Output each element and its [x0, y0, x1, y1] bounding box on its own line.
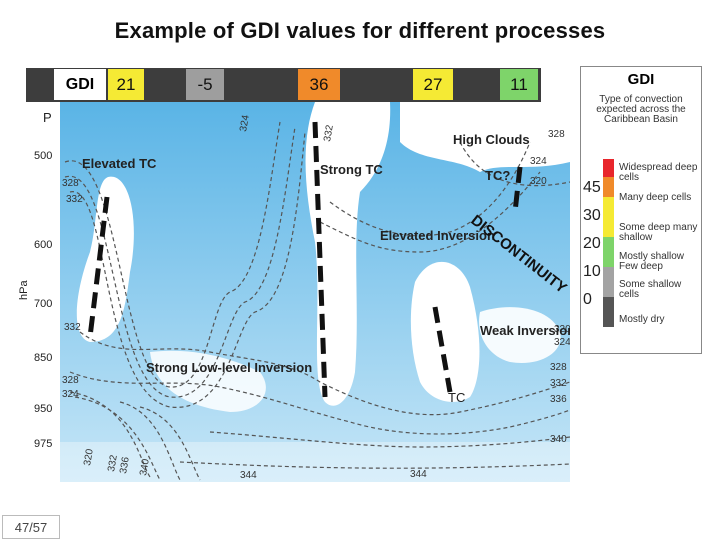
legend-color-bar	[603, 297, 614, 327]
isentrope-label: 320	[82, 448, 96, 467]
pressure-tick: 850	[34, 352, 53, 364]
pressure-tick: 500	[34, 150, 53, 162]
isentrope-label: 340	[550, 434, 567, 445]
isentrope-lines	[64, 121, 570, 481]
isentrope-label: 332	[64, 322, 81, 333]
legend-title: GDI	[627, 71, 655, 88]
isentrope-label: 328	[550, 362, 567, 373]
legend-scale-value: 20	[583, 235, 601, 252]
weak-inversion-cloud	[479, 307, 561, 363]
pressure-tick: 600	[34, 239, 53, 251]
isentrope-label: 344	[240, 470, 257, 481]
pressure-axis-symbol: P	[43, 110, 52, 125]
pressure-tick: 975	[34, 438, 53, 450]
isentrope-label: 324	[554, 337, 570, 348]
legend-color-bar	[603, 197, 614, 237]
legend-item-text: Some shallow cells	[619, 279, 682, 300]
legend-color-bar	[603, 237, 614, 267]
isentrope-label: 332	[106, 454, 120, 473]
low-level-cloud	[150, 350, 266, 412]
isentrope-label: 320	[530, 176, 547, 187]
gdi-value-cell: 36	[298, 69, 340, 100]
gdi-value-cell: 27	[413, 69, 453, 100]
isentrope-label: 324	[62, 389, 79, 400]
page-number: 47/57	[2, 515, 60, 539]
gdi-legend: GDI Type of convection expected across t…	[580, 66, 702, 354]
legend-scale-value: 30	[583, 207, 601, 224]
strong-tc-label: Strong TC	[320, 162, 383, 177]
tc-bottom-label: TC	[448, 390, 465, 405]
convective-axis-lines	[87, 121, 523, 398]
isentrope-label: 340	[138, 458, 152, 477]
legend-color-bar	[603, 159, 614, 177]
pressure-unit-label: hPa	[18, 280, 30, 300]
isentrope-label: 336	[118, 456, 132, 475]
elevated-inversion-label: Elevated Inversion	[380, 228, 495, 243]
isentrope-label: 328	[548, 129, 565, 140]
strong-tc-cloud	[305, 102, 391, 406]
legend-color-bar	[603, 177, 614, 197]
pressure-tick: 950	[34, 403, 53, 415]
elevated-tc-label: Elevated TC	[82, 156, 157, 171]
gdi-value-cell: -5	[186, 69, 224, 100]
isentrope-label: 332	[322, 124, 336, 143]
slide-title: Example of GDI values for different proc…	[114, 18, 606, 43]
tc-right-cloud	[410, 261, 480, 402]
high-clouds-label: High Clouds	[453, 132, 530, 147]
cross-section-diagram: 320 324 328 332 336 340 344 344 328 324 …	[60, 102, 570, 482]
isentrope-label: 328	[62, 375, 79, 386]
isentrope-label: 324	[238, 114, 252, 133]
isentrope-value-labels: 320 324 328 332 336 340 344 344 328 324 …	[62, 114, 570, 481]
legend-item-text: Mostly shallow Few deep	[619, 251, 685, 272]
strong-low-level-inversion-label: Strong Low-level Inversion	[146, 360, 312, 375]
pressure-tick: 700	[34, 298, 53, 310]
isentrope-label: 336	[550, 394, 567, 405]
isentrope-label: 328	[62, 178, 79, 189]
gdi-strip-label: GDI	[54, 69, 106, 100]
isentrope-label: 332	[550, 378, 567, 389]
gdi-value-cell: 11	[500, 69, 538, 100]
isentrope-label: 320	[554, 324, 570, 335]
weak-inversion-label: Weak Inversion	[480, 323, 570, 338]
isentrope-label: 332	[66, 194, 83, 205]
isentrope-label: 344	[410, 469, 427, 480]
gdi-values-strip: GDI 21 -5 36 27 11	[26, 68, 541, 102]
legend-item-text: Some deep many shallow	[619, 222, 698, 243]
legend-color-bar	[603, 267, 614, 297]
surface-cloud	[60, 442, 570, 482]
legend-scale-value: 0	[583, 291, 592, 308]
gdi-value-cell: 21	[108, 69, 144, 100]
tc-question-label: TC?	[485, 168, 510, 183]
legend-item-text: Widespread deep cells	[619, 162, 698, 183]
legend-item-text: Many deep cells	[619, 192, 692, 203]
legend-scale-value: 10	[583, 263, 601, 280]
isentrope-label: 324	[530, 156, 547, 167]
legend-subtitle: Type of convection expected across the C…	[596, 94, 686, 125]
high-clouds-cloud	[400, 102, 570, 172]
legend-item-text: Mostly dry	[619, 314, 665, 325]
legend-scale-value: 45	[583, 179, 601, 196]
